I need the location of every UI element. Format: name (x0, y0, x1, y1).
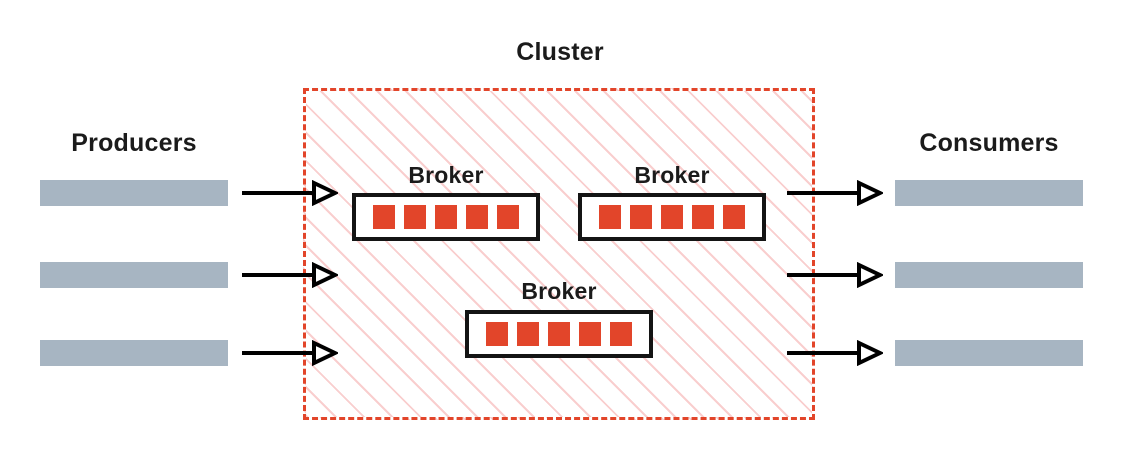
broker-2[interactable] (578, 193, 766, 241)
cluster-region (303, 88, 815, 420)
producer-arrow-3 (240, 340, 338, 366)
producers-label: Producers (71, 129, 197, 157)
partition-cell (373, 205, 395, 229)
partition-cell (517, 322, 539, 346)
partition-cell (466, 205, 488, 229)
broker-3-label: Broker (521, 278, 597, 304)
partition-cell (497, 205, 519, 229)
partition-cell (630, 205, 652, 229)
consumer-arrow-1 (785, 180, 883, 206)
consumer-arrow-3 (785, 340, 883, 366)
partition-cell (723, 205, 745, 229)
consumer-bar-1[interactable] (895, 180, 1083, 206)
partition-cell (692, 205, 714, 229)
partition-cell (486, 322, 508, 346)
broker-2-label: Broker (634, 162, 710, 188)
broker-1[interactable] (352, 193, 540, 241)
producer-bar-3[interactable] (40, 340, 228, 366)
producer-arrow-2 (240, 262, 338, 288)
consumer-bar-2[interactable] (895, 262, 1083, 288)
partition-cell (548, 322, 570, 346)
producer-bar-1[interactable] (40, 180, 228, 206)
partition-cell (435, 205, 457, 229)
consumers-label: Consumers (919, 129, 1059, 157)
broker-3[interactable] (465, 310, 653, 358)
producer-arrow-1 (240, 180, 338, 206)
partition-cell (404, 205, 426, 229)
partition-cell (610, 322, 632, 346)
cluster-title: Cluster (516, 38, 604, 66)
partition-cell (579, 322, 601, 346)
consumer-arrow-2 (785, 262, 883, 288)
consumer-bar-3[interactable] (895, 340, 1083, 366)
broker-1-label: Broker (408, 162, 484, 188)
partition-cell (599, 205, 621, 229)
partition-cell (661, 205, 683, 229)
producer-bar-2[interactable] (40, 262, 228, 288)
